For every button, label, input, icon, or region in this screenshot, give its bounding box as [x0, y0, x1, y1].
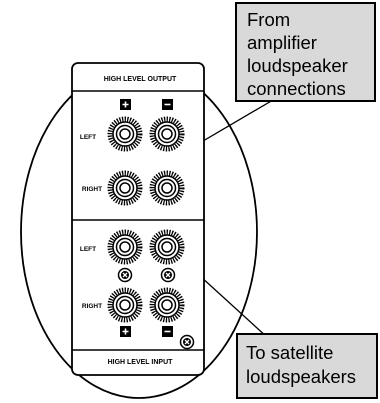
terminal-panel: [71, 62, 205, 376]
binding-post-icon[interactable]: [110, 232, 140, 262]
input-left-label: LEFT: [80, 246, 96, 253]
minus-icon: [162, 326, 173, 337]
binding-post-icon[interactable]: [110, 119, 140, 149]
callout-line: loudspeakers: [246, 366, 357, 387]
screw-icon: [179, 334, 195, 350]
binding-post-icon[interactable]: [110, 290, 140, 320]
output-left-label: LEFT: [80, 134, 96, 141]
panel-top-label: HIGH LEVEL OUTPUT: [104, 76, 177, 83]
callout-line: To satellite: [246, 342, 334, 363]
input-right-label: RIGHT: [82, 303, 102, 310]
binding-post-icon[interactable]: [152, 173, 182, 203]
callout-line: loudspeaker: [247, 55, 348, 76]
binding-post-icon[interactable]: [152, 290, 182, 320]
screw-icon: [117, 267, 133, 283]
binding-post-icon[interactable]: [110, 173, 140, 203]
callout-line: From: [247, 9, 291, 30]
screw-icon: [160, 267, 176, 283]
plus-icon: [120, 326, 131, 337]
plus-icon: [120, 99, 131, 110]
output-right-label: RIGHT: [82, 186, 102, 193]
callout-line: amplifier: [247, 32, 317, 53]
panel-bottom-label: HIGH LEVEL INPUT: [108, 359, 174, 366]
callout-line: connections: [247, 78, 346, 99]
minus-icon: [162, 99, 173, 110]
leader-line-bottom: [199, 275, 269, 339]
callout-amplifier-connections: From amplifier loudspeaker connections: [235, 2, 376, 102]
binding-post-icon[interactable]: [152, 119, 182, 149]
callout-satellite-loudspeakers: To satellite loudspeakers: [236, 333, 378, 399]
binding-post-icon[interactable]: [152, 232, 182, 262]
